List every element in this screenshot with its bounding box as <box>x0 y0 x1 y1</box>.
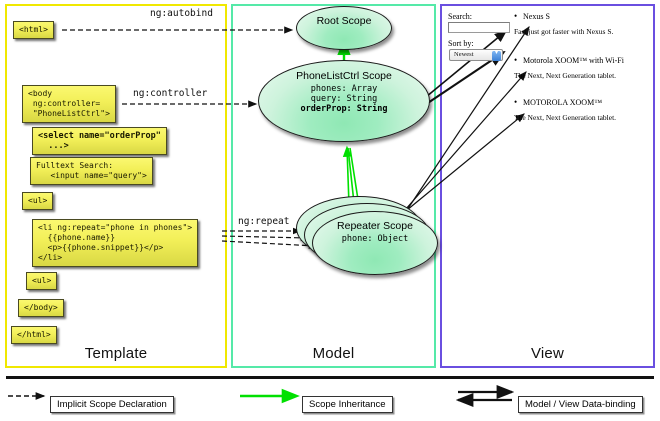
phone-name: Nexus S <box>514 11 649 21</box>
search-input[interactable] <box>448 22 510 33</box>
search-label: Search: <box>448 12 472 21</box>
scope-repeater-props: phone: Object <box>313 234 437 244</box>
scope-repeater-title: Repeater Scope <box>337 220 413 232</box>
scope-root-title: Root Scope <box>316 15 372 27</box>
legend-item-model-view-data-binding: Model / View Data-binding <box>518 396 643 413</box>
code-box-ul-close: <ul> <box>26 272 58 290</box>
column-label-model: Model <box>312 345 355 362</box>
code-box-select: <select name="orderProp" ...> <box>32 127 167 155</box>
legend-item-implicit-scope-declaration: Implicit Scope Declaration <box>50 396 174 413</box>
scope-root: Root Scope <box>296 6 392 50</box>
code-box-html-open: <html> <box>13 21 54 39</box>
code-box-fulltext-search: Fulltext Search: <input name="query"> <box>30 157 153 185</box>
phone-name: MOTOROLA XOOM™ <box>514 97 649 107</box>
legend: Implicit Scope Declaration Scope Inherit… <box>0 376 660 421</box>
sort-label: Sort by: <box>448 39 474 48</box>
column-label-view: View <box>530 345 565 362</box>
phone-snippet: The Next, Next Generation tablet. <box>514 113 617 122</box>
scope-phonelistctrl-props: phones: Array query: String orderProp: S… <box>259 84 429 114</box>
code-box-html-close: </html> <box>11 326 57 344</box>
code-box-body-open: <body ng:controller= "PhoneListCtrl"> <box>22 85 116 123</box>
list-item: MOTOROLA XOOM™ The Next, Next Generation… <box>514 97 649 122</box>
phone-snippet: The Next, Next Generation tablet. <box>514 71 617 80</box>
scope-prop-orderprop: orderProp: String <box>300 104 388 114</box>
scope-prop-phones: phones: Array <box>310 84 378 94</box>
code-box-body-close: </body> <box>18 299 64 317</box>
code-box-ul-open: <ul> <box>22 192 54 210</box>
arrow-label-ng-autobind: ng:autobind <box>150 8 213 19</box>
list-item: Nexus S Fast just got faster with Nexus … <box>514 11 649 36</box>
phone-name: Motorola XOOM™ with Wi-Fi <box>514 55 649 65</box>
scope-repeater: Repeater Scope phone: Object <box>312 211 438 275</box>
phone-snippet: Fast just got faster with Nexus S. <box>514 27 614 36</box>
scope-prop-phone: phone: Object <box>341 234 409 244</box>
arrow-label-ng-controller: ng:controller <box>133 88 208 99</box>
scope-prop-query: query: String <box>310 94 378 104</box>
scope-phonelistctrl: PhoneListCtrl Scope phones: Array query:… <box>258 60 430 142</box>
chevron-down-icon: ▾ <box>492 50 501 61</box>
column-model: Model <box>231 4 436 368</box>
sort-select-value: Newest <box>454 51 474 58</box>
code-box-li-repeat: <li ng:repeat="phone in phones"> {{phone… <box>32 219 199 267</box>
list-item: Motorola XOOM™ with Wi-Fi The Next, Next… <box>514 55 649 80</box>
arrow-label-ng-repeat: ng:repeat <box>238 216 290 227</box>
legend-item-scope-inheritance: Scope Inheritance <box>302 396 393 413</box>
column-label-template: Template <box>84 345 148 362</box>
legend-divider <box>6 376 654 379</box>
view-panel: Search: Sort by: Newest ▾ Nexus S Fast j… <box>448 11 649 132</box>
scope-phonelistctrl-title: PhoneListCtrl Scope <box>296 70 392 82</box>
sort-select[interactable]: Newest ▾ <box>449 49 503 61</box>
